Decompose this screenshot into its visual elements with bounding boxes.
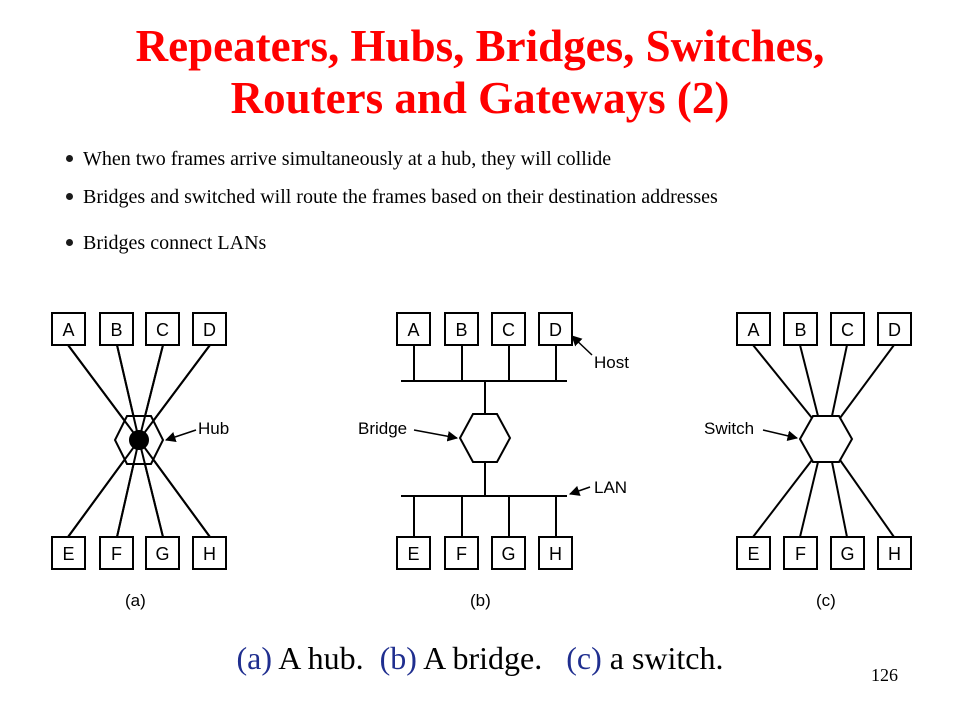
- node-label: E: [747, 544, 759, 564]
- panel-c-top-nodes: A B C D: [736, 312, 912, 346]
- node-label: D: [888, 320, 901, 340]
- bridge-label: Bridge: [358, 419, 407, 438]
- switch-label: Switch: [704, 419, 754, 438]
- panel-b-bridge: [401, 335, 593, 537]
- slide-title: Repeaters, Hubs, Bridges, Switches, Rout…: [0, 20, 960, 124]
- caption-a-tag: (a): [236, 640, 273, 676]
- caption-a-text: A hub.: [278, 640, 364, 676]
- node-label: B: [794, 320, 806, 340]
- caption-c-text: a switch.: [609, 640, 724, 676]
- title-line-1: Repeaters, Hubs, Bridges, Switches,: [135, 21, 825, 71]
- node-label: F: [795, 544, 806, 564]
- node-label: B: [110, 320, 122, 340]
- panel-a-bottom-nodes: E F G H: [51, 536, 227, 570]
- bullet-text: When two frames arrive simultaneously at…: [83, 148, 612, 170]
- node-label: C: [502, 320, 515, 340]
- node-label: E: [407, 544, 419, 564]
- node-label: B: [455, 320, 467, 340]
- caption-b-text: A bridge.: [423, 640, 543, 676]
- panel-a-label: (a): [125, 591, 146, 610]
- node-label: H: [888, 544, 901, 564]
- node-label: G: [155, 544, 169, 564]
- node-label: D: [203, 320, 216, 340]
- lan-label: LAN: [594, 478, 627, 497]
- bullet-dot-icon: [66, 154, 73, 162]
- bullet-item: Bridges connect LANs: [66, 232, 266, 255]
- node-label: D: [549, 320, 562, 340]
- node-label: F: [456, 544, 467, 564]
- node-label: A: [62, 320, 74, 340]
- node-label: C: [841, 320, 854, 340]
- panel-a-top-nodes: A B C D: [51, 312, 227, 346]
- node-label: G: [501, 544, 515, 564]
- panel-c-label: (c): [816, 591, 836, 610]
- bullet-dot-icon: [66, 238, 73, 246]
- bullet-text: Bridges and switched will route the fram…: [83, 186, 718, 208]
- bullet-item: Bridges and switched will route the fram…: [66, 186, 718, 209]
- bullet-dot-icon: [66, 192, 73, 200]
- node-label: C: [156, 320, 169, 340]
- caption-b-tag: (b): [379, 640, 417, 676]
- caption-c-tag: (c): [566, 640, 602, 676]
- node-label: H: [549, 544, 562, 564]
- figure-caption: (a) A hub. (b) A bridge. (c) a switch.: [0, 640, 960, 677]
- node-label: H: [203, 544, 216, 564]
- panel-a-hub: [67, 344, 211, 538]
- bullet-item: When two frames arrive simultaneously at…: [66, 148, 611, 171]
- hub-label: Hub: [198, 419, 229, 438]
- panel-b-top-nodes: A B C D: [396, 312, 573, 346]
- node-label: F: [111, 544, 122, 564]
- title-line-2: Routers and Gateways (2): [230, 73, 730, 123]
- bullet-text: Bridges connect LANs: [83, 232, 267, 254]
- host-label: Host: [594, 353, 629, 372]
- panel-c-bottom-nodes: E F G H: [736, 536, 912, 570]
- panel-b-label: (b): [470, 591, 491, 610]
- node-label: G: [840, 544, 854, 564]
- hub-dot-icon: [129, 430, 149, 450]
- panel-b-bottom-nodes: E F G H: [396, 536, 573, 570]
- node-label: A: [407, 320, 419, 340]
- panel-c-switch: [752, 344, 895, 538]
- node-label: E: [62, 544, 74, 564]
- page-number: 126: [871, 665, 898, 685]
- node-label: A: [747, 320, 759, 340]
